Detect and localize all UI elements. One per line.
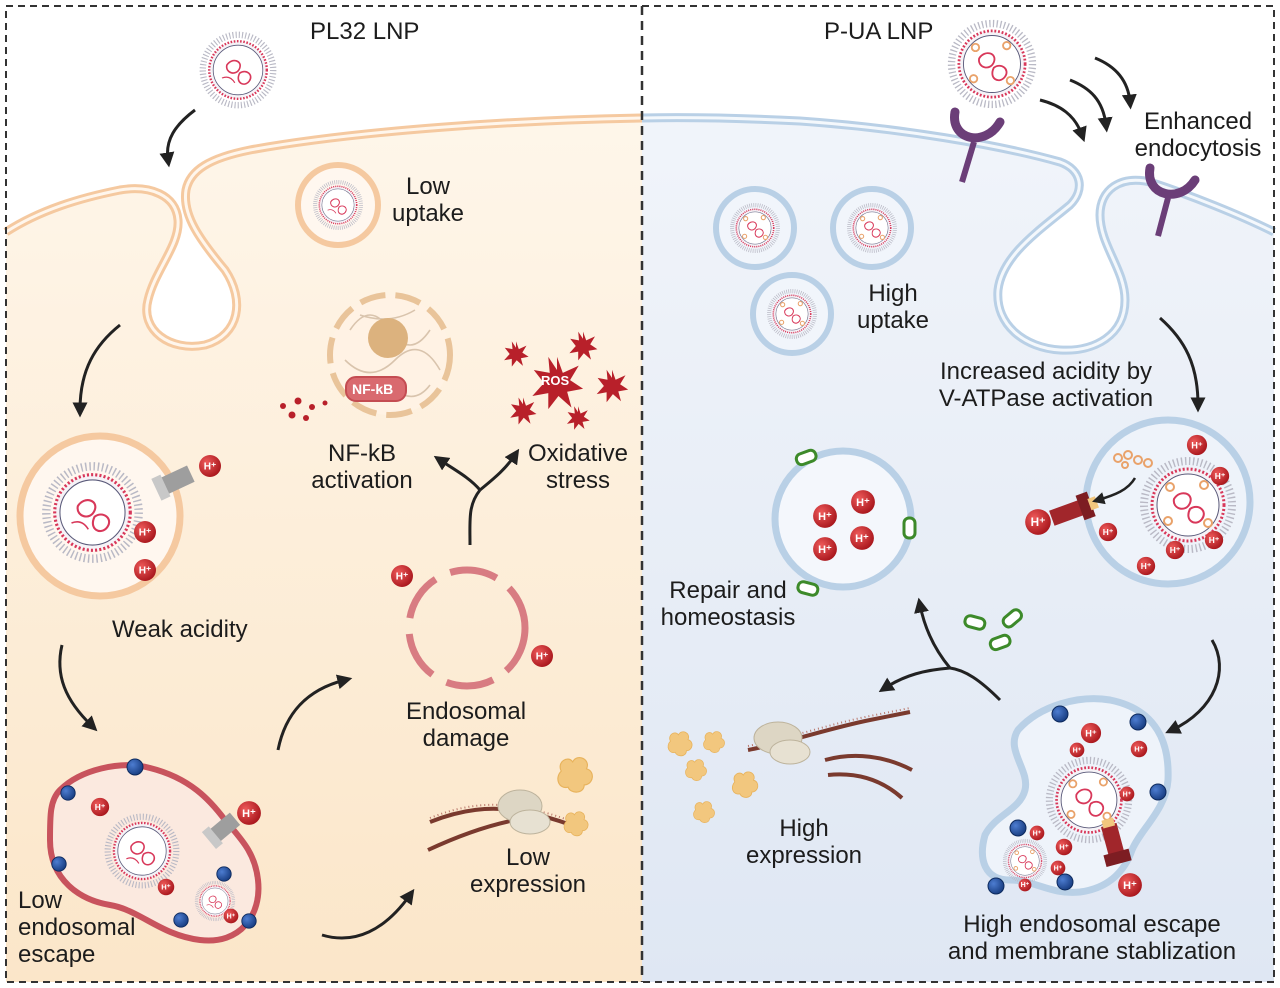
endosomal-damage-line-1: Endosomal	[405, 698, 527, 725]
repair-vesicle: H⁺ H⁺ H⁺ H⁺	[771, 447, 917, 597]
low-uptake-label: Low uptake	[386, 173, 470, 227]
proton-label: H⁺	[1215, 471, 1225, 481]
arrow-to-escape-endosome	[1165, 639, 1221, 734]
high-escape-line-2: and membrane stablization	[947, 938, 1237, 965]
proton-label: H⁺	[1134, 745, 1143, 754]
nfkb-badge: NF-kB	[352, 381, 394, 397]
low-expression-line-1: Low	[505, 844, 551, 871]
arrow-to-damage	[276, 674, 353, 751]
branch-arrow	[468, 489, 482, 546]
high-expression-line-1: High	[779, 815, 829, 842]
nfkb-activation-line-1: NF-kB	[328, 440, 396, 467]
right-extracellular-space	[642, 6, 1274, 351]
damaged-endosome: H⁺ H⁺	[391, 565, 553, 690]
proton-label: H⁺	[1054, 865, 1063, 872]
arrow-to-escape	[58, 644, 98, 732]
proton-label: H⁺	[139, 566, 152, 577]
proton-label: H⁺	[1033, 830, 1042, 837]
proton-label: H⁺	[396, 572, 409, 583]
increased-acidity-label: Increased acidity by V-ATPase activation	[920, 358, 1172, 412]
proton-label: H⁺	[818, 544, 832, 556]
proton-label: H⁺	[1123, 791, 1132, 798]
receptor-left	[950, 107, 1005, 183]
nfkb-activation-label: NF-kB activation	[300, 440, 424, 494]
endosomal-damage-label: Endosomal damage	[396, 698, 536, 752]
low-endosomal-escape-label: Low endosomal escape	[18, 887, 135, 968]
arrow-to-endosome	[72, 323, 121, 418]
proton-label: H⁺	[227, 913, 236, 920]
proton-label: H⁺	[1141, 561, 1151, 571]
enhanced-endocytosis-label: Enhanced endocytosis	[1124, 108, 1272, 162]
low-uptake-vesicle	[295, 162, 381, 248]
proton-label: H⁺	[139, 528, 152, 539]
oxidative-stress-label: Oxidative stress	[518, 440, 638, 494]
weak-acidity-endosome: H⁺ H⁺ H⁺	[16, 432, 221, 600]
low-uptake-line-2: uptake	[391, 200, 465, 227]
proton-label: H⁺	[95, 802, 105, 812]
low-escape-line-1: Low	[18, 887, 63, 914]
nucleus	[327, 292, 453, 418]
repair-patches	[963, 608, 1023, 652]
figure-border	[5, 5, 1275, 983]
pl32-lnp-title: PL32 LNP	[310, 18, 420, 45]
increased-acidity-line-2: V-ATPase activation	[938, 385, 1154, 412]
high-expression-line-2: expression	[745, 842, 863, 869]
high-endosomal-escape-label: High endosomal escape and membrane stabl…	[924, 911, 1260, 965]
high-uptake-line-1: High	[868, 280, 918, 307]
high-uptake-vesicles	[713, 186, 914, 356]
oxidative-stress-line-1: Oxidative	[527, 440, 629, 467]
weak-acidity-label: Weak acidity	[112, 616, 248, 643]
repair-homeostasis-line-2: homeostasis	[660, 604, 796, 631]
high-escape-line-1: High endosomal escape	[963, 911, 1221, 938]
proton-label: H⁺	[1170, 545, 1180, 555]
repair-homeostasis-label: Repair and homeostasis	[650, 577, 806, 631]
proton-label: H⁺	[856, 497, 870, 509]
proton-label: H⁺	[1209, 535, 1219, 545]
high-escape-endosome: H⁺ H⁺ H⁺ H⁺ H⁺ H⁺ H⁺ H⁺ H⁺	[978, 695, 1172, 897]
low-uptake-line-1: Low	[405, 173, 451, 200]
proton-label: H⁺	[1191, 440, 1203, 450]
low-expression-label: Low expression	[458, 844, 598, 898]
low-escape-endosome: H⁺ H⁺ H⁺ H⁺	[46, 758, 262, 944]
high-uptake-line-2: uptake	[856, 307, 930, 334]
proton-label: H⁺	[161, 883, 170, 892]
repair-homeostasis-line-1: Repair and	[669, 577, 787, 604]
ros-badge: ROS	[541, 373, 570, 388]
low-escape-line-2: endosomal	[18, 914, 136, 941]
arrow-to-acidic-endosome	[1159, 316, 1206, 413]
branch-arrow-right	[949, 666, 1002, 702]
low-expression-translation	[427, 756, 593, 852]
proton-label: H⁺	[855, 533, 869, 545]
high-expression-label: High expression	[734, 815, 874, 869]
pua-lnp-title: P-UA LNP	[824, 18, 934, 45]
high-expression-translation	[667, 707, 913, 823]
enhanced-endocytosis-line-2: endocytosis	[1134, 135, 1262, 162]
low-escape-line-3: escape	[18, 941, 96, 968]
endosomal-damage-line-2: damage	[422, 725, 510, 752]
enhanced-endocytosis-arrows	[1039, 56, 1137, 143]
proton-label: H⁺	[1103, 527, 1113, 537]
proton-label: H⁺	[1031, 516, 1046, 529]
oxidative-stress-line-2: stress	[545, 467, 610, 494]
proton-label: H⁺	[1073, 747, 1082, 754]
proton-label: H⁺	[242, 808, 256, 820]
receptor-right	[1145, 163, 1200, 237]
proton-label: H⁺	[204, 462, 217, 473]
proton-label: H⁺	[536, 652, 549, 663]
acidic-endosome: H⁺ H⁺ H⁺ H⁺ H⁺ H⁺ H⁺	[1025, 416, 1254, 588]
proton-label: H⁺	[1059, 843, 1068, 852]
nfkb-particles	[280, 397, 328, 421]
proton-label: H⁺	[1123, 880, 1137, 892]
arrow-into-cell	[159, 108, 196, 168]
increased-acidity-line-1: Increased acidity by	[939, 358, 1153, 385]
arrow-to-expression	[321, 888, 415, 940]
proton-label: H⁺	[1085, 728, 1097, 738]
enhanced-endocytosis-line-1: Enhanced	[1143, 108, 1253, 135]
nfkb-activation-line-2: activation	[311, 467, 413, 494]
low-expression-line-2: expression	[469, 871, 587, 898]
proton-label: H⁺	[1021, 882, 1030, 889]
proton-label: H⁺	[818, 511, 832, 523]
high-uptake-label: High uptake	[848, 280, 938, 334]
